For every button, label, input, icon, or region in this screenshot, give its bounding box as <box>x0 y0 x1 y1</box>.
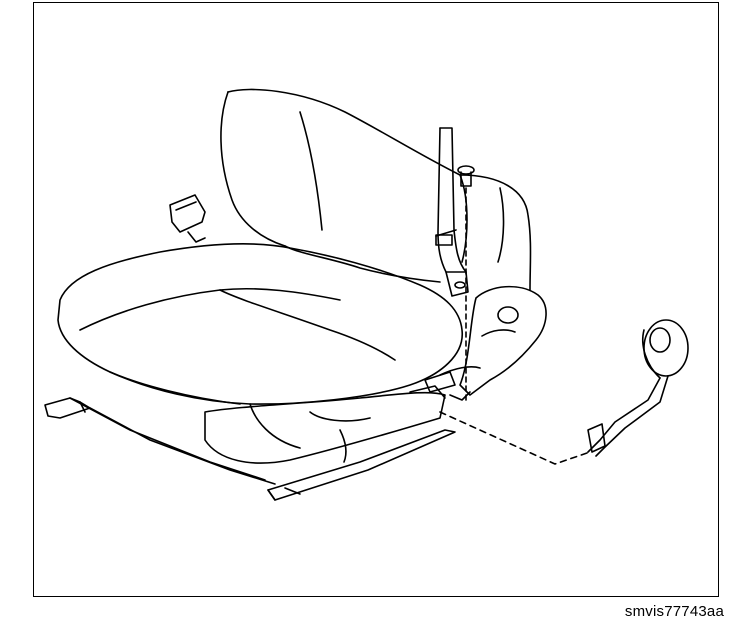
diagram-frame <box>33 2 719 597</box>
seat-cushion <box>58 244 462 448</box>
seat-belt-buckle <box>170 195 205 242</box>
seat-back <box>221 89 531 290</box>
figure-id-caption: smvis77743aa <box>624 603 724 620</box>
leader-line <box>440 412 590 464</box>
seat-belt-strap <box>436 128 468 296</box>
recliner-lever <box>425 287 546 395</box>
seat-track-left <box>45 398 275 484</box>
seat-track-right <box>268 430 455 500</box>
recliner-knob-cover <box>588 320 688 456</box>
side-trim-panel <box>205 386 445 463</box>
